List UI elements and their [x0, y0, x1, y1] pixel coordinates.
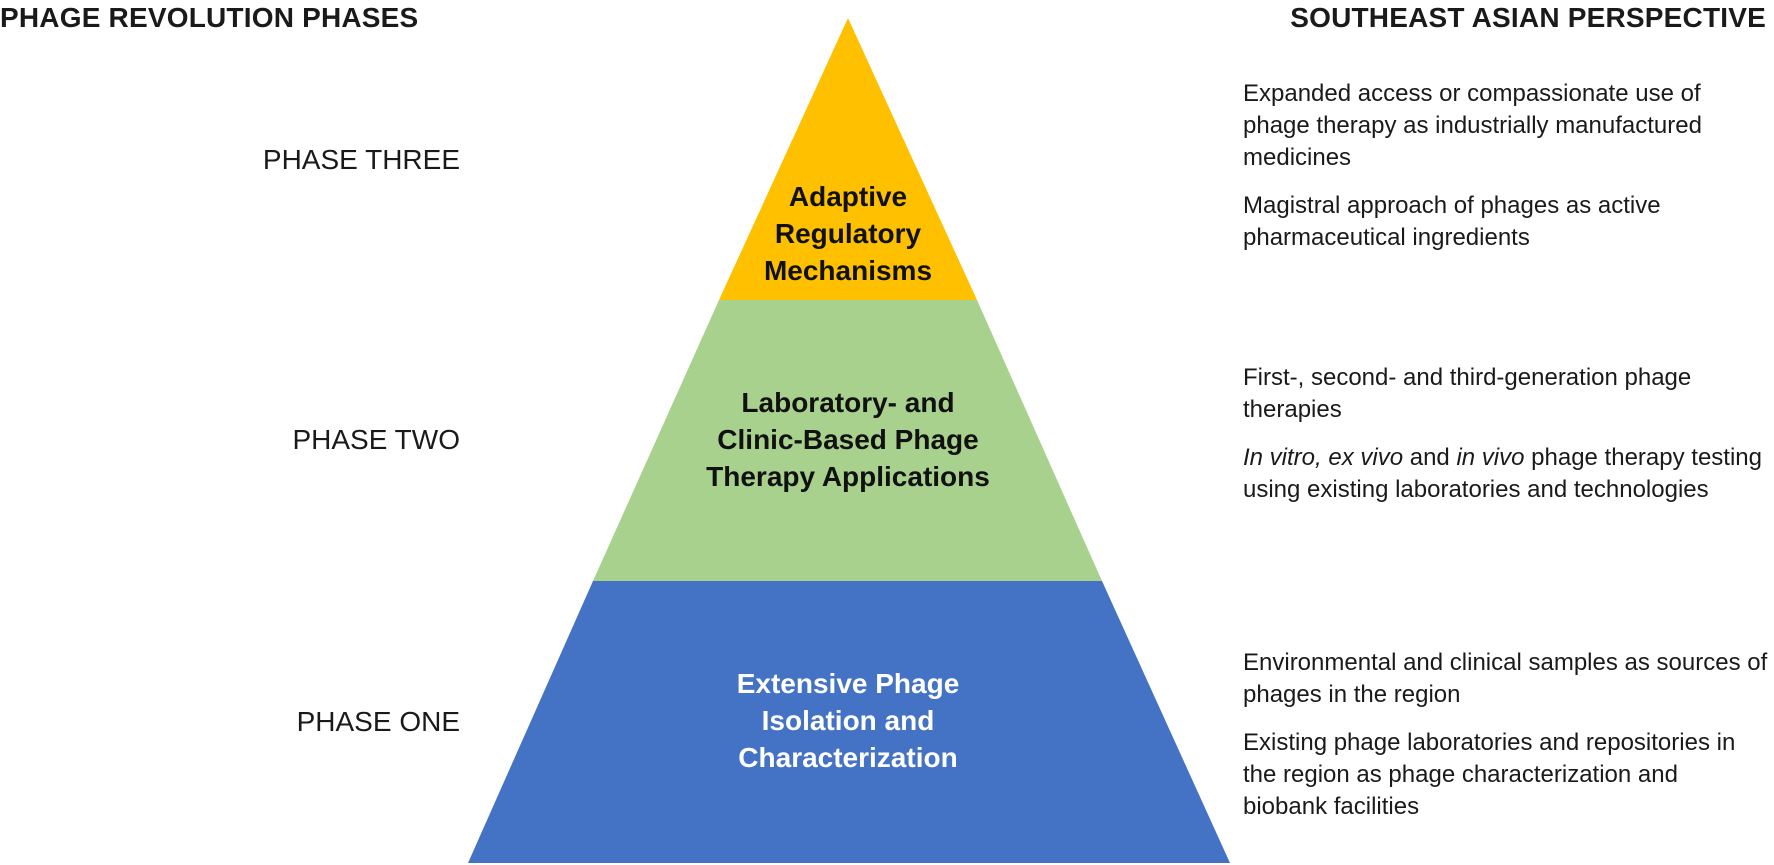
perspective-two-plain-2: phage therapy testing using existing lab… — [1243, 444, 1762, 503]
tier-top-line-2: Regulatory — [774, 218, 922, 249]
left-column-header: PHAGE REVOLUTION PHASES — [0, 2, 419, 33]
perspective-two-item-1: First-, second- and third-generation pha… — [1243, 364, 1692, 423]
perspective-three-item-2: Magistral approach of phages as active p… — [1243, 192, 1661, 251]
perspective-two-italic-1: In vitro, ex vivo — [1243, 444, 1404, 471]
perspective-two-italic-2: in vivo — [1456, 444, 1525, 471]
tier-middle-line-3: Therapy Applications — [706, 461, 990, 492]
perspective-three-item-1: Expanded access or compassionate use of … — [1243, 80, 1702, 171]
perspective-phase-two: First-, second- and third-generation pha… — [1243, 362, 1768, 506]
perspective-one-item-2: Existing phage laboratories and reposito… — [1243, 729, 1736, 820]
phase-one-label: PHASE ONE — [296, 706, 460, 737]
tier-bottom-line-2: Isolation and — [761, 705, 935, 736]
tier-middle-title: Laboratory- and Clinic-Based Phage Thera… — [640, 384, 1056, 495]
phase-two-label: PHASE TWO — [292, 424, 460, 455]
pyramid-tier-middle — [593, 300, 1102, 581]
perspective-phase-three: Expanded access or compassionate use of … — [1243, 78, 1768, 254]
tier-bottom-line-1: Extensive Phage — [736, 668, 960, 699]
perspective-one-item-1: Environmental and clinical samples as so… — [1243, 649, 1768, 708]
pyramid-tier-top — [719, 18, 977, 300]
tier-top-title: Adaptive Regulatory Mechanisms — [698, 178, 998, 289]
tier-middle-line-2: Clinic-Based Phage — [717, 424, 979, 455]
perspective-two-plain-1: and — [1403, 444, 1457, 471]
perspective-two-item-2: In vitro, ex vivo and in vivo phage ther… — [1243, 442, 1768, 506]
tier-middle-line-1: Laboratory- and — [741, 387, 955, 418]
tier-bottom-line-3: Characterization — [738, 742, 958, 773]
perspective-phase-one: Environmental and clinical samples as so… — [1243, 647, 1768, 823]
tier-top-line-1: Adaptive — [788, 181, 908, 212]
right-column-header: SOUTHEAST ASIAN PERSPECTIVE — [1290, 2, 1766, 33]
pyramid-tier-bottom — [468, 581, 1230, 863]
tier-top-line-3: Mechanisms — [763, 255, 933, 286]
phase-three-label: PHASE THREE — [262, 144, 460, 175]
tier-bottom-title: Extensive Phage Isolation and Characteri… — [648, 665, 1048, 776]
